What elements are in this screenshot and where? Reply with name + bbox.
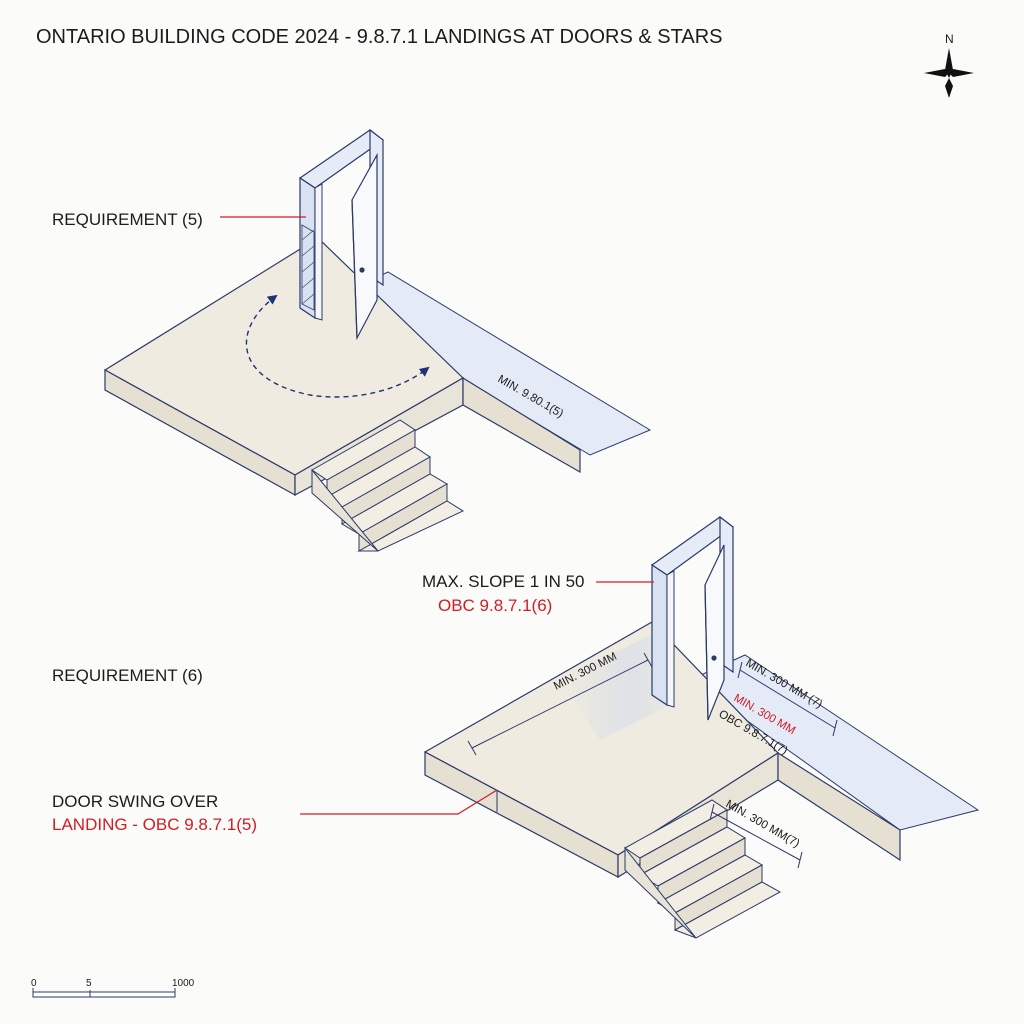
top-detail: REQUIREMENT (5) MIN. 9.80.1(5)	[52, 128, 652, 552]
bottom-door-swing-label-2: LANDING - OBC 9.8.7.1(5)	[52, 815, 257, 834]
top-stairs	[311, 419, 465, 552]
bottom-landing-glow	[560, 630, 680, 740]
scale-label-5: 5	[86, 978, 92, 989]
scale-bar: 0 5 1000	[31, 978, 195, 998]
top-door-swing-arc	[245, 294, 430, 398]
bottom-slope-ref: OBC 9.8.7.1(6)	[438, 596, 552, 615]
top-requirement-label: REQUIREMENT (5)	[52, 210, 203, 229]
bottom-door-leaf	[704, 544, 725, 721]
bottom-slope-label: MAX. SLOPE 1 IN 50	[422, 572, 585, 591]
bottom-door-frame	[650, 515, 735, 708]
compass-north-label: N	[945, 32, 954, 46]
scale-label-1000: 1000	[172, 978, 195, 989]
diagram-title: ONTARIO BUILDING CODE 2024 - 9.8.7.1 LAN…	[36, 26, 722, 48]
top-door-leaf	[351, 152, 378, 341]
north-arrow-icon: N	[924, 32, 974, 98]
bottom-landing-right-wall	[777, 751, 901, 862]
bottom-detail: MIN. 300 MM MIN. 300 MM (7) MIN. 300 MM …	[52, 515, 980, 939]
scale-label-0: 0	[31, 978, 37, 989]
bottom-stairs	[624, 799, 782, 939]
top-landing-right-wall	[462, 376, 581, 474]
bottom-door-swing-label-1: DOOR SWING OVER	[52, 792, 218, 811]
bottom-door-swing-leader	[300, 789, 498, 815]
bottom-requirement-label: REQUIREMENT (6)	[52, 666, 203, 685]
